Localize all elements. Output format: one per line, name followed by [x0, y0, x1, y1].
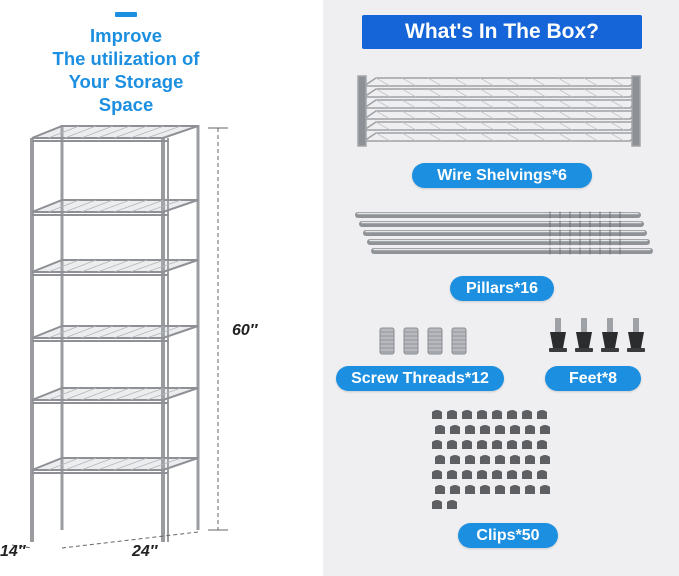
clip — [540, 455, 550, 464]
wire-shelvings-label: Wire Shelvings*6 — [412, 163, 592, 188]
clip — [525, 485, 535, 494]
stacked-shelf-2 — [361, 88, 640, 98]
clip — [537, 470, 547, 479]
stacked-shelf-6 — [361, 132, 640, 142]
clip — [447, 500, 457, 509]
clip — [507, 410, 517, 419]
clip — [495, 455, 505, 464]
pillars-image — [355, 211, 653, 255]
clip — [450, 485, 460, 494]
clip — [492, 410, 502, 419]
clip — [510, 485, 520, 494]
clip — [450, 425, 460, 434]
clip — [522, 440, 532, 449]
foot-3 — [601, 318, 619, 352]
clip — [495, 425, 505, 434]
clip — [525, 455, 535, 464]
clip — [435, 485, 445, 494]
clip — [540, 425, 550, 434]
clip — [465, 455, 475, 464]
clip — [435, 455, 445, 464]
headline: Improve The utilization of Your Storage … — [20, 24, 232, 116]
shelf-6 — [31, 457, 199, 474]
headline-line-4: Space — [98, 94, 154, 115]
clip — [447, 410, 457, 419]
clip — [432, 500, 442, 509]
clip — [447, 470, 457, 479]
clip — [537, 410, 547, 419]
pillars-label: Pillars*16 — [450, 276, 554, 301]
clip — [477, 470, 487, 479]
shelf-unit-image — [11, 125, 228, 549]
headline-line-1: Improve — [90, 25, 162, 46]
whats-in-box-banner: What's In The Box? — [362, 15, 642, 49]
clip — [480, 455, 490, 464]
screw-thread-4 — [451, 327, 467, 355]
feet-label: Feet*8 — [545, 366, 641, 391]
stacked-shelf-1 — [361, 77, 640, 87]
screw-thread-2 — [403, 327, 419, 355]
stacked-shelf-4 — [361, 110, 640, 120]
shelf-1 — [31, 125, 199, 142]
clip — [510, 425, 520, 434]
shelf-4 — [31, 325, 199, 342]
screw-threads-image — [379, 327, 467, 355]
depth-dimension: 14″ — [0, 543, 26, 560]
clip — [537, 440, 547, 449]
screw-thread-1 — [379, 327, 395, 355]
shelf-5 — [31, 387, 199, 404]
screw-thread-3 — [427, 327, 443, 355]
headline-line-3: Your Storage — [68, 71, 184, 92]
clip — [522, 470, 532, 479]
clip — [462, 470, 472, 479]
clip — [462, 410, 472, 419]
clip — [432, 470, 442, 479]
clip — [435, 425, 445, 434]
clip — [465, 425, 475, 434]
clip — [522, 410, 532, 419]
foot-4 — [627, 318, 645, 352]
feet-image — [549, 318, 645, 352]
clip — [507, 470, 517, 479]
clip — [510, 455, 520, 464]
clip — [450, 455, 460, 464]
clip — [432, 440, 442, 449]
shelf-3 — [31, 259, 199, 276]
foot-2 — [575, 318, 593, 352]
screw-threads-label: Screw Threads*12 — [336, 366, 504, 391]
wire-shelves — [31, 125, 199, 474]
clip — [495, 485, 505, 494]
foot-1 — [549, 318, 567, 352]
clip — [477, 440, 487, 449]
stacked-shelf-3 — [361, 99, 640, 109]
clip — [507, 440, 517, 449]
clips-image — [432, 410, 550, 509]
width-dimension: 24″ — [132, 543, 158, 560]
clip — [492, 470, 502, 479]
clip — [492, 440, 502, 449]
clip — [432, 410, 442, 419]
accent-bar — [115, 12, 137, 17]
clips-label: Clips*50 — [458, 523, 558, 548]
shelf-2 — [31, 199, 199, 216]
clip — [525, 425, 535, 434]
clip — [465, 485, 475, 494]
left-panel: Improve The utilization of Your Storage … — [0, 0, 323, 576]
clip — [462, 440, 472, 449]
clip — [540, 485, 550, 494]
wire-shelvings-image — [357, 75, 641, 147]
headline-line-2: The utilization of — [52, 48, 200, 69]
clip — [477, 410, 487, 419]
stacked-shelf-5 — [361, 121, 640, 131]
clip — [447, 440, 457, 449]
clip — [480, 425, 490, 434]
clip — [480, 485, 490, 494]
height-dimension: 60″ — [232, 322, 258, 339]
